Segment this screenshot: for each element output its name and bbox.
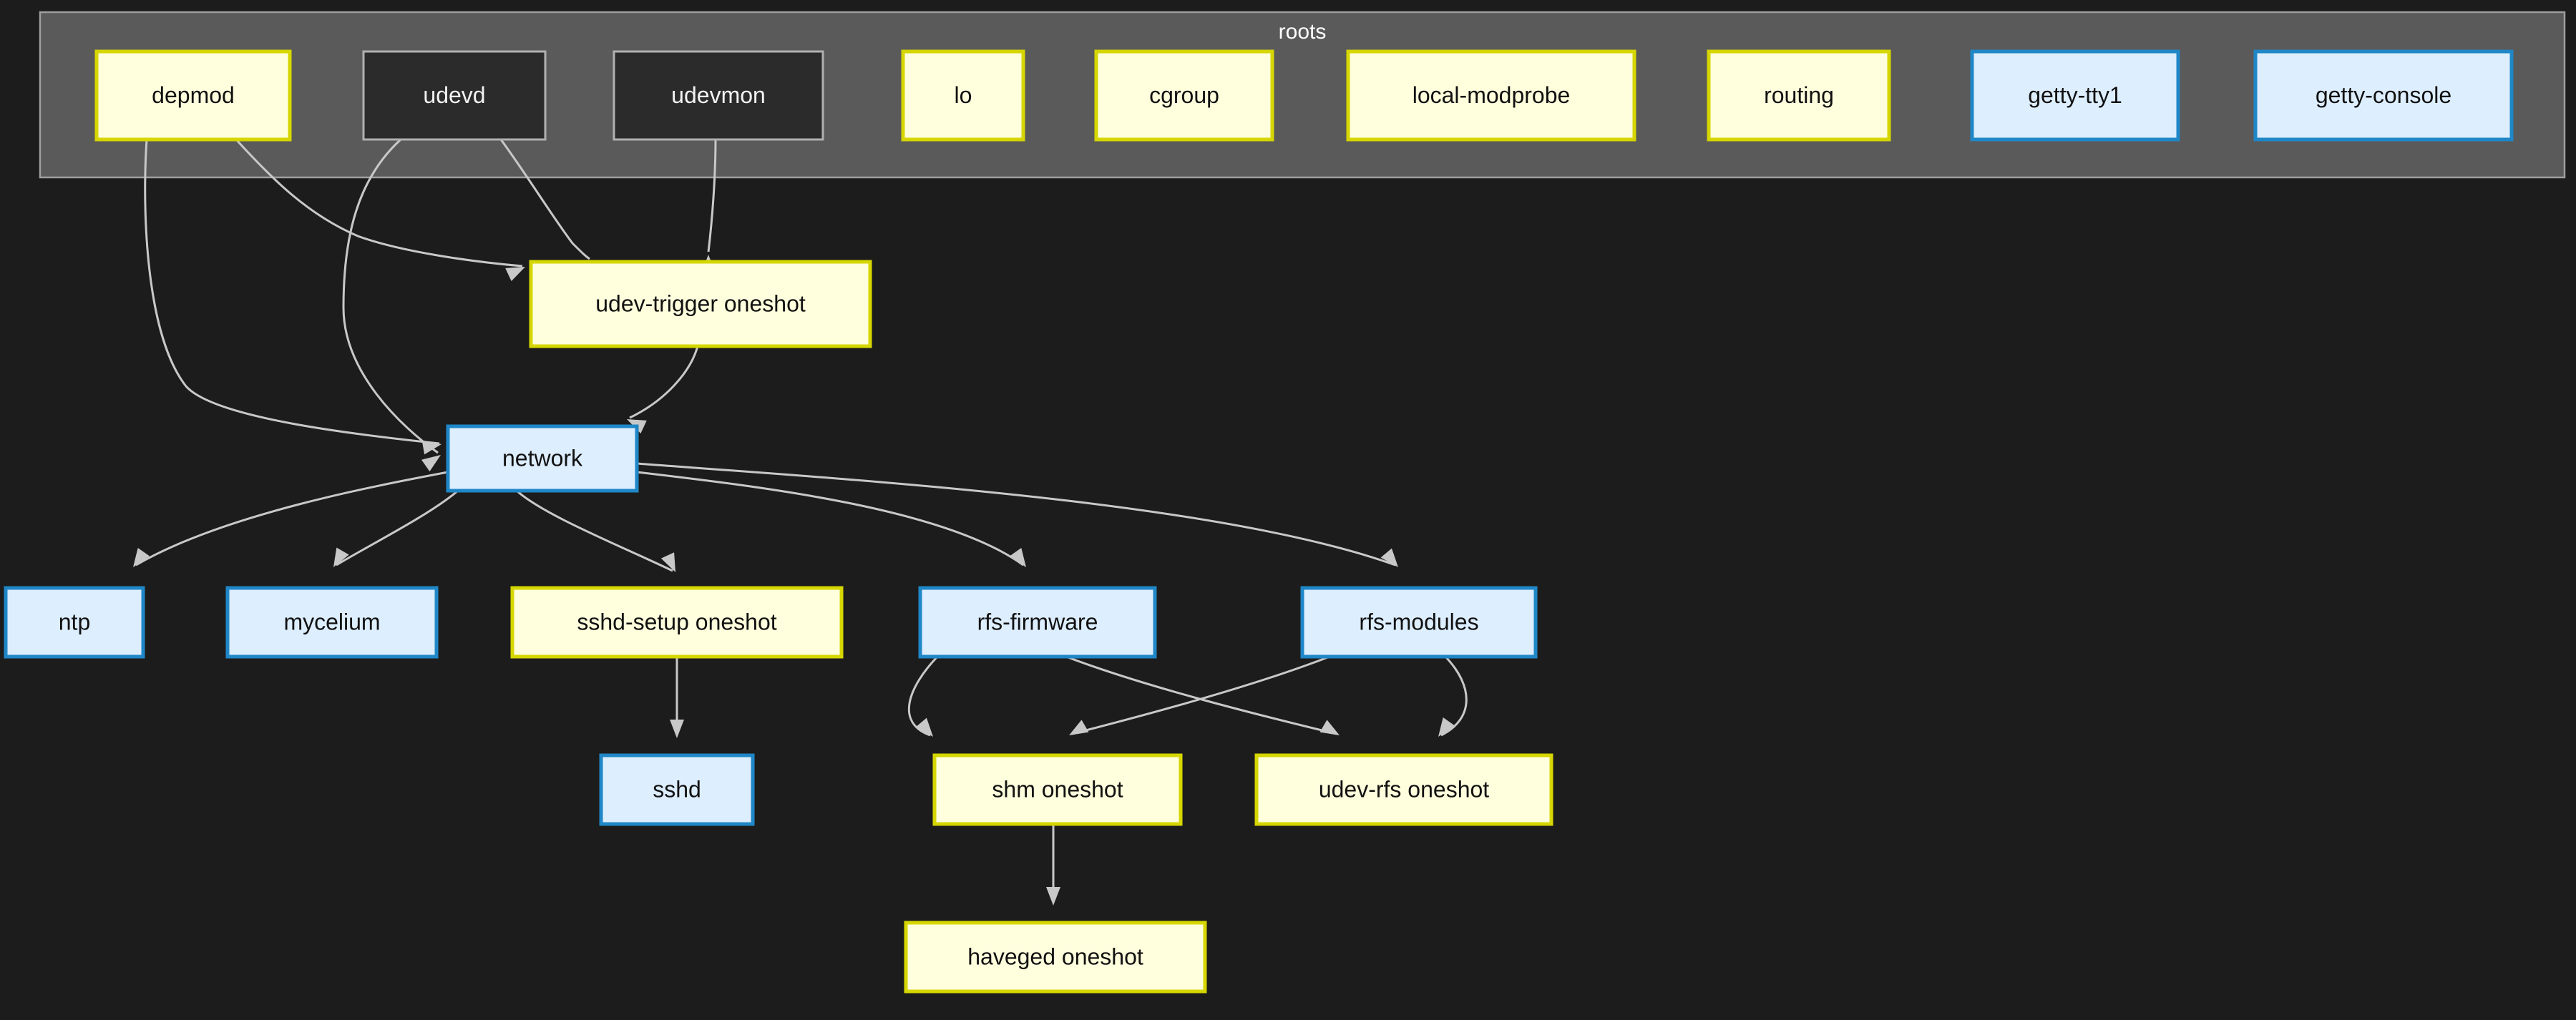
node-udevd-box[interactable] <box>362 50 547 141</box>
edge-udevmon-to-udev-trigger <box>707 139 717 252</box>
node-haveged-box[interactable] <box>904 921 1207 994</box>
node-network[interactable]: network <box>446 424 639 493</box>
node-routing[interactable]: routing <box>1707 49 1891 142</box>
node-local-modprobe[interactable]: local-modprobe <box>1346 49 1636 142</box>
node-udev-rfs[interactable]: udev-rfs oneshot <box>1254 753 1553 826</box>
node-shm-box[interactable] <box>932 753 1183 826</box>
node-rfs-firmware[interactable]: rfs-firmware <box>918 586 1157 659</box>
node-sshd-setup-box[interactable] <box>510 586 844 659</box>
node-getty-tty1-box[interactable] <box>1970 49 2180 142</box>
node-getty-console-box[interactable] <box>2253 49 2514 142</box>
node-cgroup-label: cgroup <box>1149 82 1219 108</box>
node-getty-tty1[interactable]: getty-tty1 <box>1970 49 2180 142</box>
node-sshd-setup[interactable]: sshd-setup oneshot <box>510 586 844 659</box>
arrowhead-depmod-to-network <box>421 440 441 455</box>
node-lo-box[interactable] <box>901 49 1025 142</box>
node-ntp-box[interactable] <box>4 586 145 659</box>
node-lo[interactable]: lo <box>901 49 1025 142</box>
edge-network-to-rfs-modules <box>636 462 1396 567</box>
node-udev-trigger[interactable]: udev-trigger oneshot <box>529 260 872 348</box>
node-rfs-firmware-label: rfs-firmware <box>977 609 1098 634</box>
node-sshd-label: sshd <box>653 776 701 802</box>
arrowhead-rfs-modules-to-udev-rfs <box>1438 717 1455 737</box>
node-shm[interactable]: shm oneshot <box>932 753 1183 826</box>
node-depmod[interactable]: depmod <box>94 49 292 142</box>
arrowhead-rfs-firmware-to-shm <box>915 717 933 737</box>
node-getty-console-label: getty-console <box>2316 82 2451 108</box>
node-rfs-modules[interactable]: rfs-modules <box>1300 586 1538 659</box>
node-getty-tty1-label: getty-tty1 <box>2028 82 2122 108</box>
node-udevmon-box[interactable] <box>613 50 824 141</box>
edge-rfs-modules-to-shm <box>1071 655 1330 735</box>
node-cgroup-box[interactable] <box>1094 49 1274 142</box>
arrowhead-network-to-mycelium <box>333 547 349 567</box>
node-lo-label: lo <box>955 82 972 108</box>
arrowhead-depmod-to-udev-trigger <box>505 267 525 282</box>
edge-network-to-rfs-firmware <box>636 471 1024 567</box>
edge-udevd-to-network <box>342 138 439 454</box>
arrowhead-udevd-to-network <box>421 455 441 472</box>
node-mycelium-label: mycelium <box>283 609 380 634</box>
arrowhead-network-to-rfs-firmware <box>1009 547 1026 567</box>
node-layer: depmod udevd udevmon lo cgroup local-modprobe… <box>4 49 2514 994</box>
node-routing-label: routing <box>1764 82 1834 108</box>
node-udevmon[interactable]: udevmon <box>613 50 824 141</box>
edge-depmod-to-network <box>144 139 440 445</box>
node-rfs-modules-label: rfs-modules <box>1359 609 1478 634</box>
node-sshd[interactable]: sshd <box>599 753 755 826</box>
node-sshd-box[interactable] <box>599 753 755 826</box>
node-mycelium-box[interactable] <box>225 586 439 659</box>
edge-udev-trigger-to-network <box>629 345 699 419</box>
arrowhead-network-to-rfs-modules <box>1380 548 1398 567</box>
node-udev-rfs-label: udev-rfs oneshot <box>1319 776 1489 802</box>
node-local-modprobe-label: local-modprobe <box>1413 82 1571 108</box>
node-mycelium[interactable]: mycelium <box>225 586 439 659</box>
node-udevd[interactable]: udevd <box>362 50 547 141</box>
node-routing-box[interactable] <box>1707 49 1891 142</box>
node-rfs-firmware-box[interactable] <box>918 586 1157 659</box>
node-depmod-label: depmod <box>152 82 235 108</box>
edge-layer <box>133 138 1468 906</box>
edge-network-to-mycelium <box>336 489 459 567</box>
node-udev-rfs-box[interactable] <box>1254 753 1553 826</box>
node-depmod-box[interactable] <box>94 49 292 142</box>
node-sshd-setup-label: sshd-setup oneshot <box>577 609 776 634</box>
node-shm-label: shm oneshot <box>992 776 1123 802</box>
edge-rfs-firmware-to-shm <box>908 655 939 737</box>
node-haveged[interactable]: haveged oneshot <box>904 921 1207 994</box>
arrowhead-rfs-modules-to-shm <box>1069 720 1089 735</box>
node-ntp-label: ntp <box>59 609 90 634</box>
node-network-label: network <box>502 445 583 471</box>
edge-depmod-to-udev-trigger <box>235 138 523 268</box>
node-udev-trigger-box[interactable] <box>529 260 872 348</box>
node-network-box[interactable] <box>446 424 639 493</box>
edge-network-to-sshd-setup <box>516 489 673 572</box>
arrowhead-rfs-firmware-to-udev-rfs <box>1319 720 1340 735</box>
cluster-roots-label: roots <box>1279 20 1327 44</box>
arrowhead-network-to-ntp <box>133 547 150 567</box>
arrowhead-shm-to-haveged <box>1046 887 1060 906</box>
node-cgroup[interactable]: cgroup <box>1094 49 1274 142</box>
node-getty-console[interactable]: getty-console <box>2253 49 2514 142</box>
node-haveged-label: haveged oneshot <box>967 943 1143 969</box>
node-local-modprobe-box[interactable] <box>1346 49 1636 142</box>
edge-network-to-ntp <box>135 471 449 567</box>
node-udevmon-label: udevmon <box>671 82 766 108</box>
node-ntp[interactable]: ntp <box>4 586 145 659</box>
node-udevd-label: udevd <box>423 82 485 108</box>
arrowhead-sshd-setup-to-sshd <box>670 720 684 738</box>
arrowhead-network-to-sshd-setup <box>660 552 675 572</box>
node-udev-trigger-label: udev-trigger oneshot <box>595 290 806 316</box>
edge-udevd-to-udev-trigger <box>499 139 590 260</box>
edge-rfs-modules-to-udev-rfs <box>1440 655 1468 737</box>
node-rfs-modules-box[interactable] <box>1300 586 1538 659</box>
